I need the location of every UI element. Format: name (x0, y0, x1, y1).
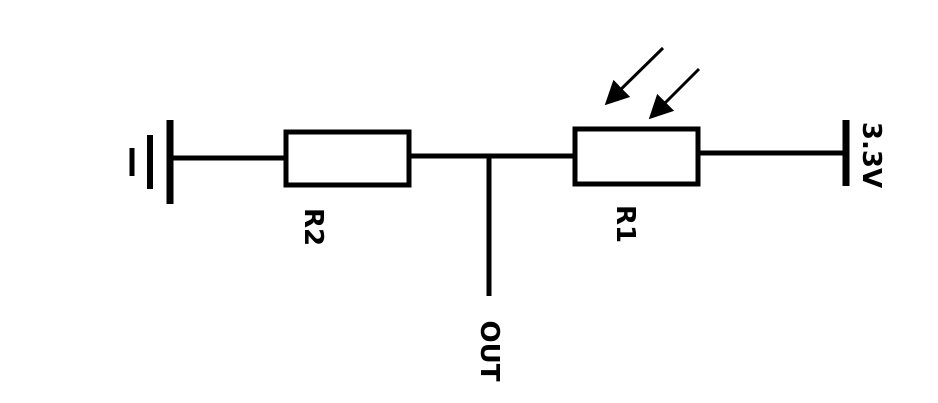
resistor-r1 (572, 126, 701, 187)
label-r2: R2 (298, 208, 328, 246)
light-arrows-icon (604, 46, 701, 120)
ground-icon (129, 120, 174, 204)
resistor-r2 (283, 129, 412, 188)
label-r1: R1 (610, 205, 640, 243)
label-supply: 3.3V (856, 122, 886, 188)
label-out: OUT (474, 321, 504, 382)
